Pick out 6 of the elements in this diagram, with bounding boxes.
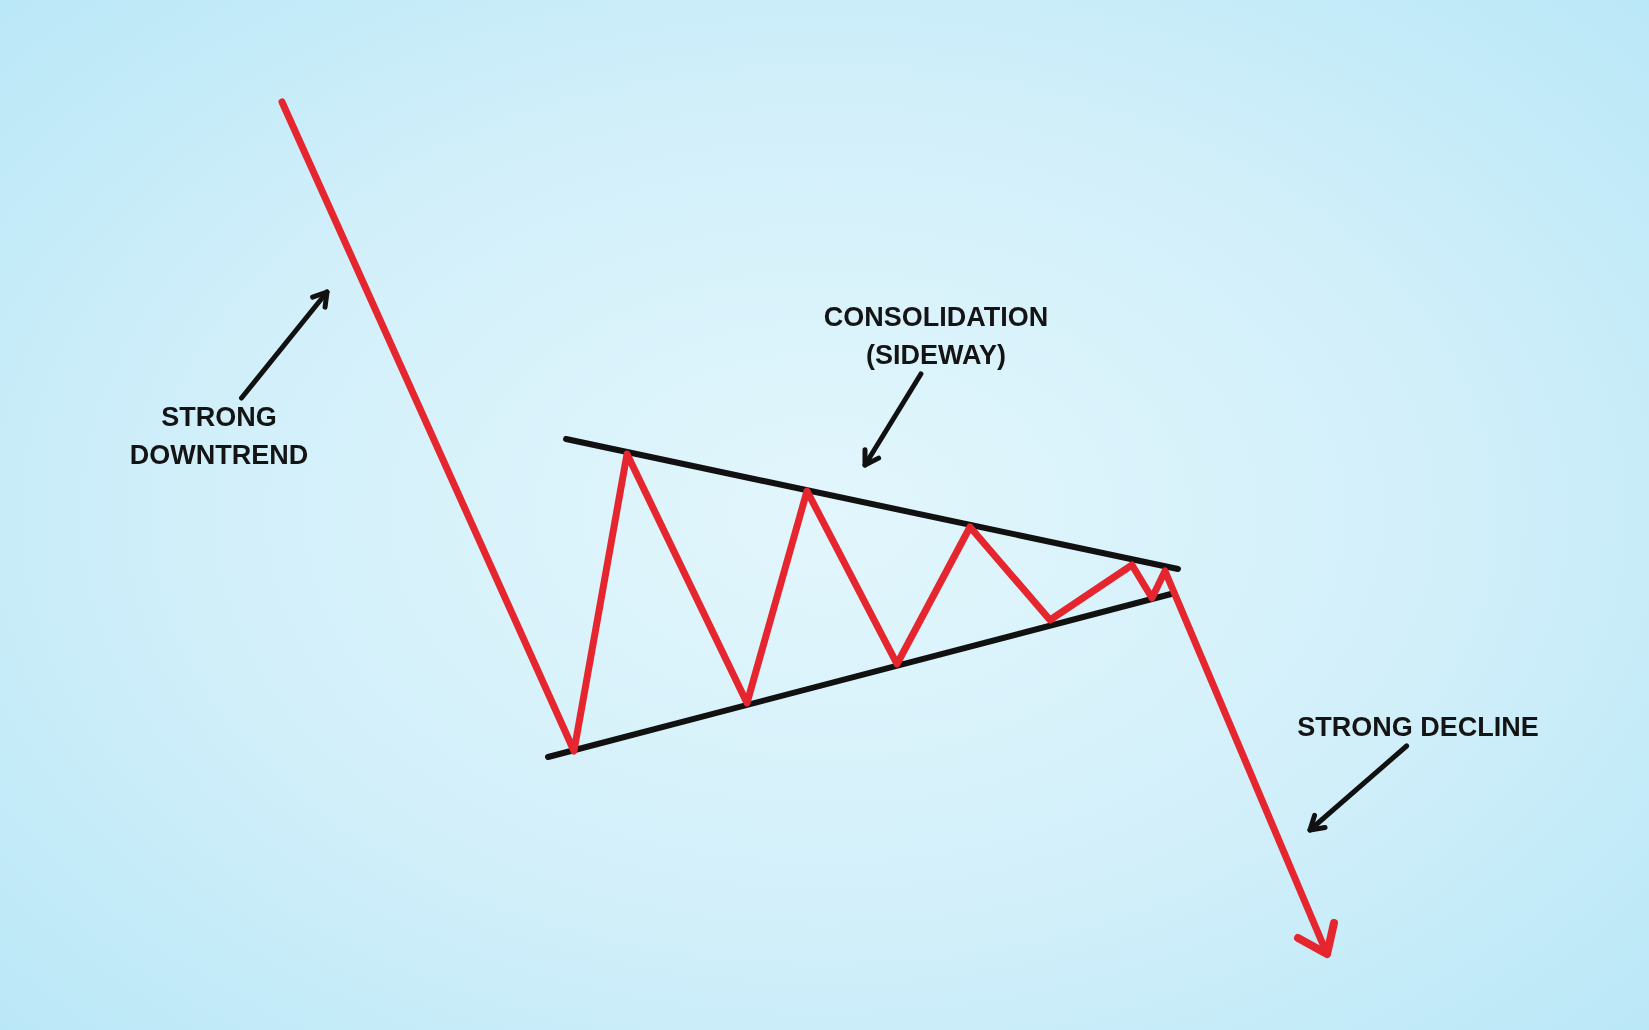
annotation-label: CONSOLIDATION (SIDEWAY)	[801, 298, 1071, 374]
leader-arrow	[1307, 743, 1410, 833]
annotation-label: STRONG DECLINE	[1273, 708, 1563, 746]
annotation-label: STRONG DOWNTREND	[104, 398, 334, 474]
leader-arrow	[239, 289, 330, 401]
leader-arrow	[862, 371, 924, 468]
